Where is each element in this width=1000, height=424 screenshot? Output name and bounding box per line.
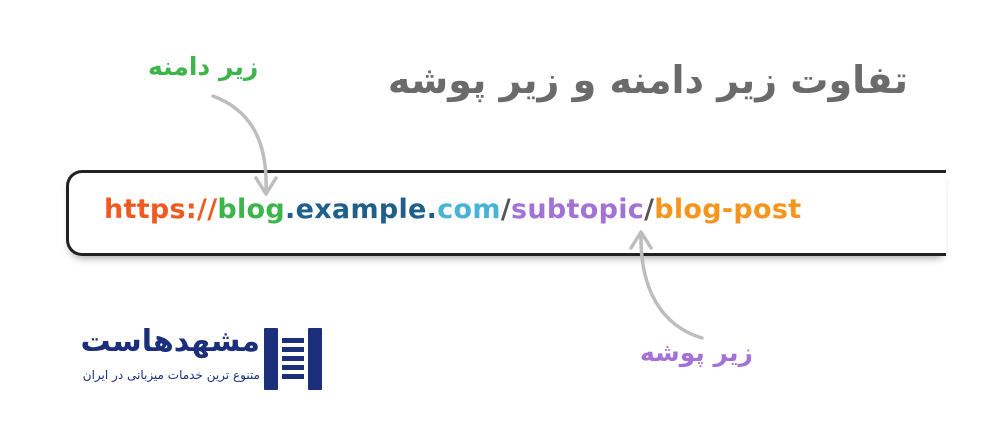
url-slash: /: [644, 194, 655, 225]
label-subdomain: زیر دامنه: [148, 52, 259, 81]
url-dot: .: [426, 194, 438, 225]
url-folder: subtopic: [511, 194, 645, 225]
label-subfolder: زیر پوشه: [640, 338, 753, 367]
logo-tagline: متنوع ترین خدمات میزبانی در ایران: [82, 368, 260, 382]
page-title: تفاوت زیر دامنه و زیر پوشه: [387, 58, 908, 102]
url-page: blog-post: [654, 194, 802, 225]
url-protocol: https://: [104, 194, 218, 225]
url-domain: example: [295, 194, 427, 225]
brand-logo[interactable]: مشهدهاست متنوع ترین خدمات میزبانی در ایر…: [60, 322, 326, 394]
url-dot: .: [285, 194, 296, 225]
url-subdomain: blog: [217, 194, 286, 225]
mashhadhost-logo-mark-icon: [264, 328, 322, 390]
url-bar-frame: [66, 170, 946, 256]
url-example: https://blog.example.com/subtopic/blog-p…: [104, 194, 801, 225]
logo-name: مشهدهاست: [80, 324, 260, 359]
url-tld: com: [437, 194, 501, 225]
url-slash: /: [500, 194, 511, 225]
